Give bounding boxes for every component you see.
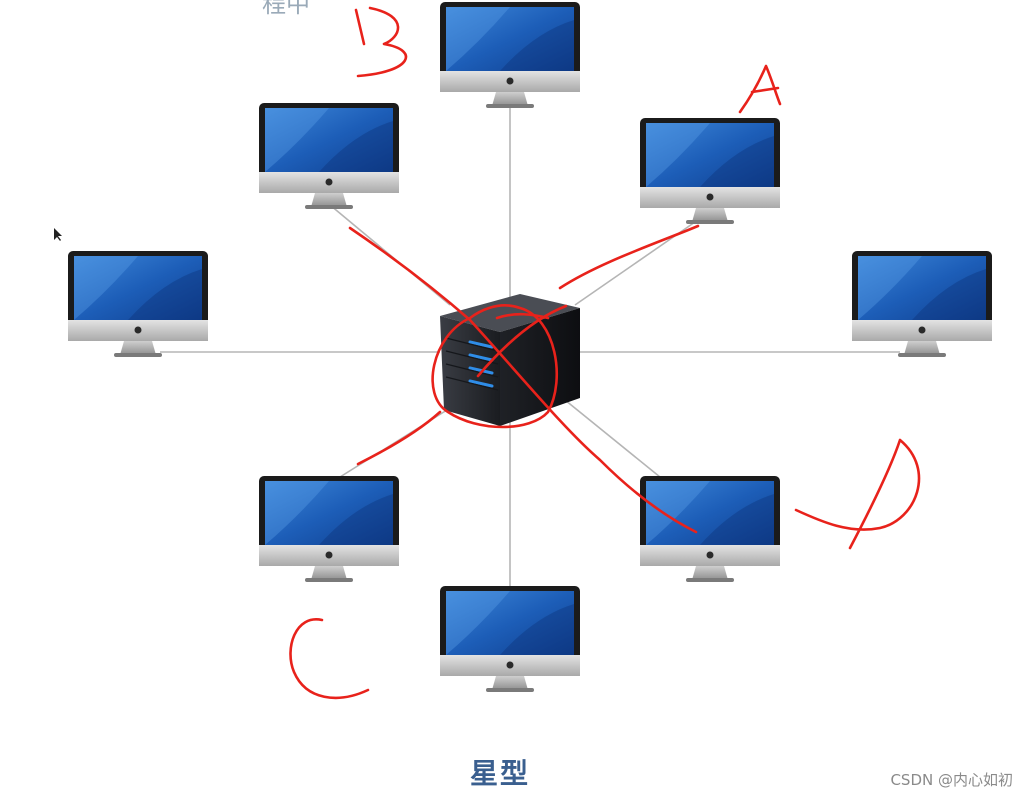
computer-top-left <box>259 103 399 209</box>
handwritten-annotations <box>289 6 921 700</box>
annotation-circle <box>431 304 559 429</box>
cursor-icon <box>54 228 62 241</box>
label-d <box>794 438 921 550</box>
computer-bottom <box>440 586 580 692</box>
label-c <box>289 618 370 700</box>
annotation-stroke-x <box>476 304 568 378</box>
computer-top <box>440 2 580 108</box>
annotation-stroke-top <box>495 312 550 320</box>
computer-right <box>852 251 992 357</box>
label-a <box>738 64 782 114</box>
label-b <box>354 6 408 78</box>
computer-bottom-right <box>640 476 780 582</box>
server-hub <box>440 294 580 426</box>
annotation-stroke-b <box>348 226 698 534</box>
annotation-stroke-a <box>558 224 700 290</box>
annotation-stroke-c <box>356 410 442 466</box>
header-fragment: 程中 <box>262 0 310 18</box>
computer-top-right <box>640 118 780 224</box>
diagram-title: 星型 <box>469 757 530 790</box>
computer-left <box>68 251 208 357</box>
computer-bottom-left <box>259 476 399 582</box>
watermark: CSDN @内心如初 <box>890 771 1013 789</box>
link-bottom-right <box>564 399 661 478</box>
